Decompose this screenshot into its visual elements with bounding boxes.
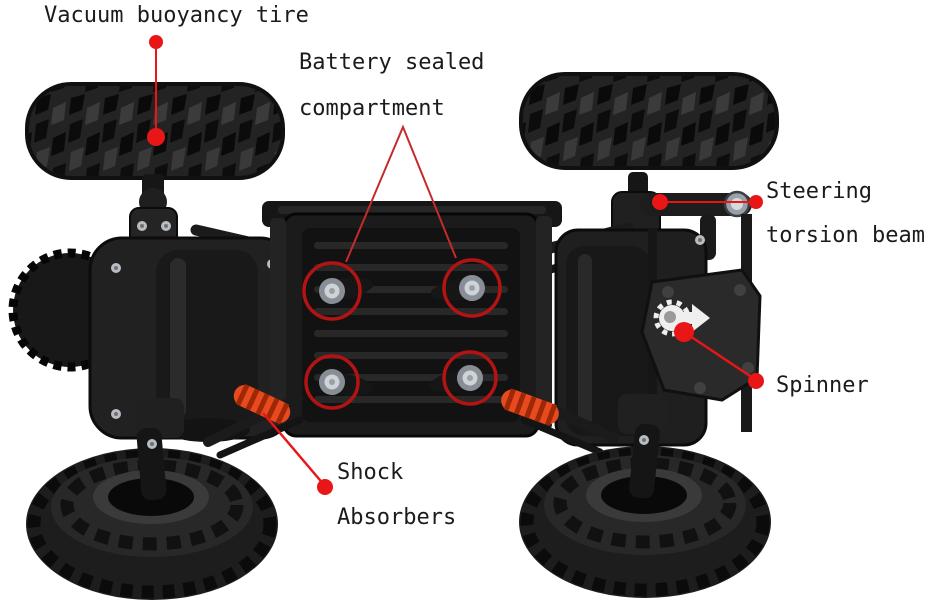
callout-vacuum-tire (147, 35, 165, 146)
callout-shock (262, 412, 333, 495)
label-battery-sealed: Battery sealed (299, 50, 485, 75)
label-spinner: Spinner (776, 373, 869, 398)
front-right-tire (519, 72, 779, 170)
rear-right-wheel (519, 394, 771, 598)
rear-left-wheel (26, 398, 278, 600)
label-steering: Steering (766, 179, 872, 204)
battery-screw-highlight-circles (302, 258, 502, 410)
callout-battery (345, 124, 457, 263)
spinner-arrow-icon (653, 299, 710, 337)
spinner (640, 268, 762, 402)
label-compartment: compartment (299, 96, 445, 121)
callout-spinner (674, 322, 764, 389)
label-absorbers: Absorbers (337, 505, 457, 530)
label-torsion-beam: torsion beam (766, 223, 925, 248)
label-vacuum-buoyancy-tire: Vacuum buoyancy tire (44, 3, 309, 28)
callout-steering (652, 194, 763, 210)
label-shock: Shock (337, 460, 404, 485)
